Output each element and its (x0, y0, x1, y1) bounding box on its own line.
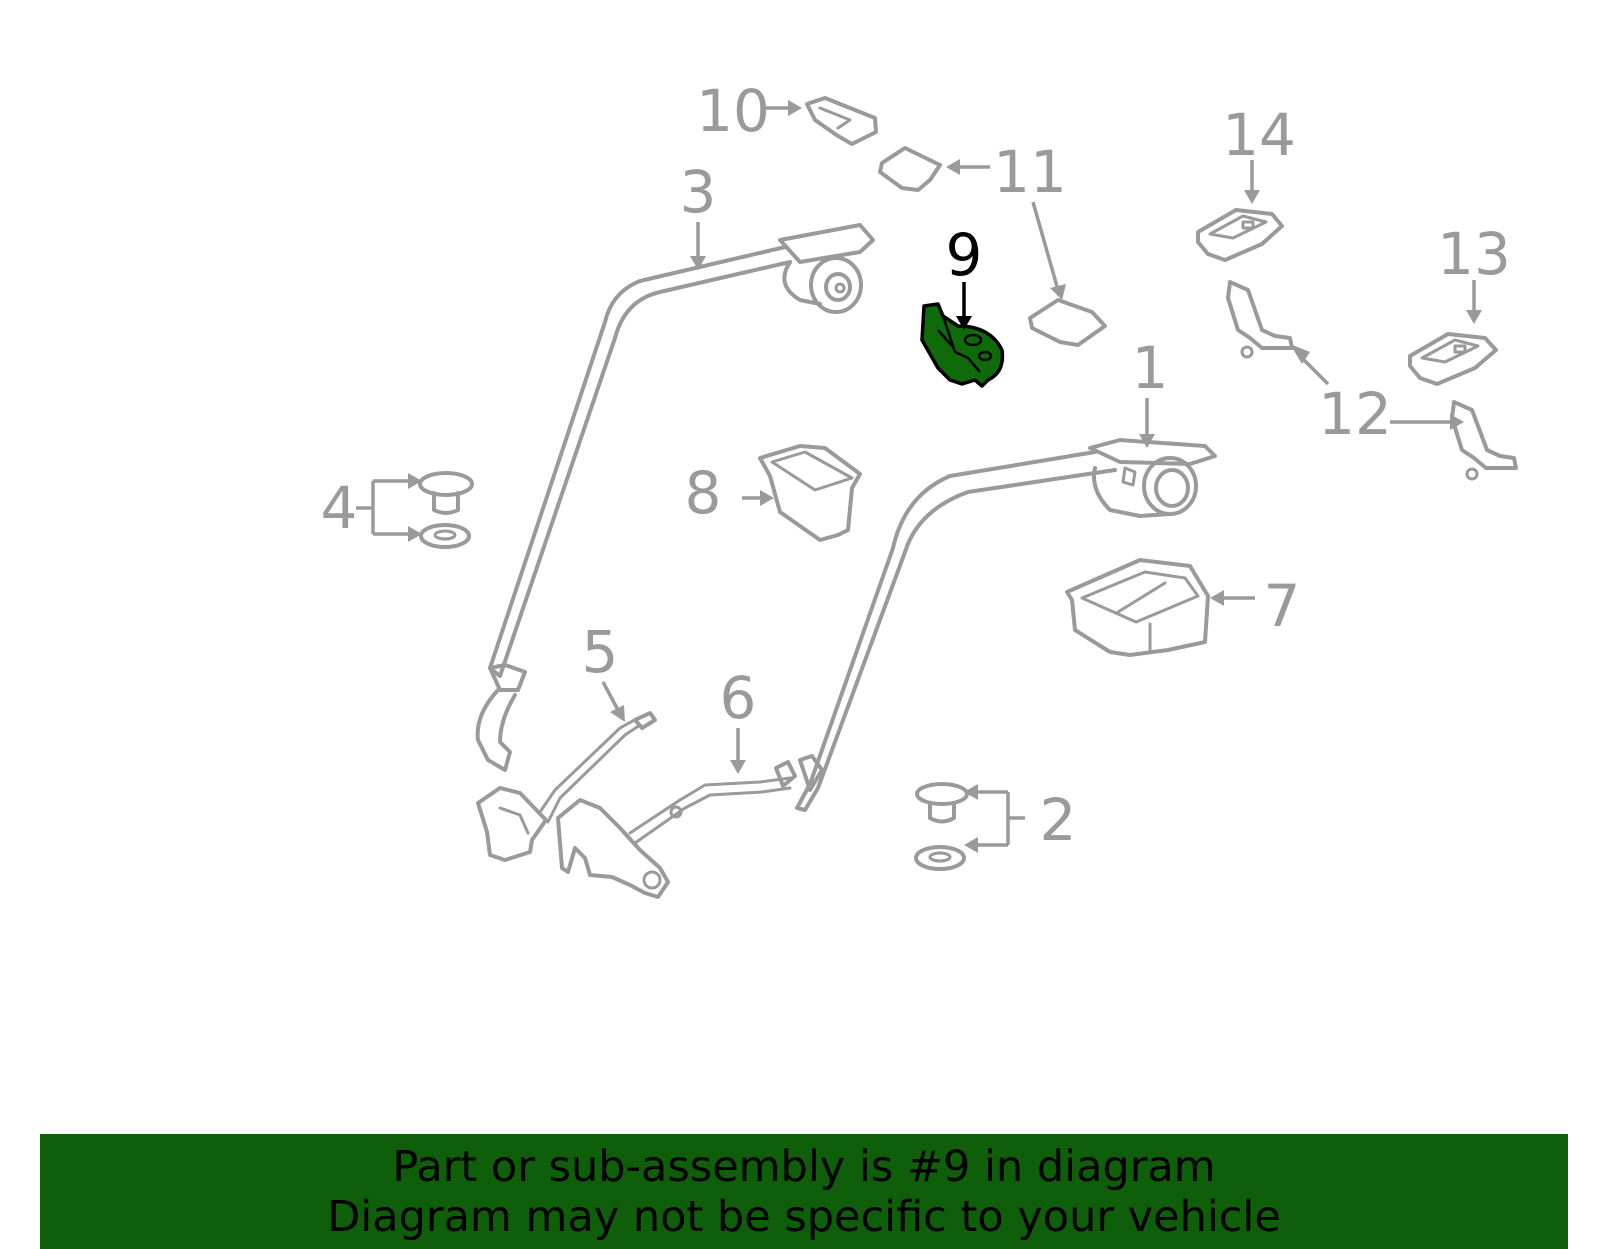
leader-lines (356, 100, 1482, 853)
part-9-bracket-highlighted (920, 302, 1005, 388)
part-13-cover (1408, 332, 1498, 386)
part-12-bracket (1226, 280, 1518, 481)
banner-line-disclaimer: Diagram may not be specific to your vehi… (327, 1191, 1281, 1242)
part-2-fastener (914, 782, 969, 871)
callout-3: 3 (680, 158, 717, 226)
callout-5: 5 (582, 618, 619, 686)
callout-12: 12 (1318, 380, 1392, 448)
callout-6: 6 (720, 664, 757, 732)
callout-7: 7 (1264, 572, 1301, 640)
callout-9: 9 (946, 221, 983, 289)
part-6-buckle (556, 760, 797, 899)
callout-8: 8 (685, 459, 722, 527)
part-7-tray (1065, 558, 1210, 657)
callout-10: 10 (696, 77, 770, 145)
callout-11: 11 (993, 138, 1067, 206)
part-11-pad (878, 146, 1107, 347)
callout-2: 2 (1040, 786, 1077, 854)
part-10-clip (805, 96, 878, 146)
part-4-fastener (418, 471, 474, 549)
part-3-seat-belt (475, 223, 875, 772)
part-1-seat-belt (795, 438, 1217, 812)
callout-1: 1 (1132, 334, 1169, 402)
part-14-cover (1196, 208, 1284, 262)
part-5-buckle (476, 711, 657, 862)
part-8-box (758, 444, 862, 542)
info-banner: Part or sub-assembly is #9 in diagram Di… (40, 1134, 1568, 1249)
callout-4: 4 (321, 474, 358, 542)
callout-13: 13 (1437, 220, 1511, 288)
banner-line-part-info: Part or sub-assembly is #9 in diagram (392, 1141, 1216, 1192)
callout-14: 14 (1222, 101, 1296, 169)
